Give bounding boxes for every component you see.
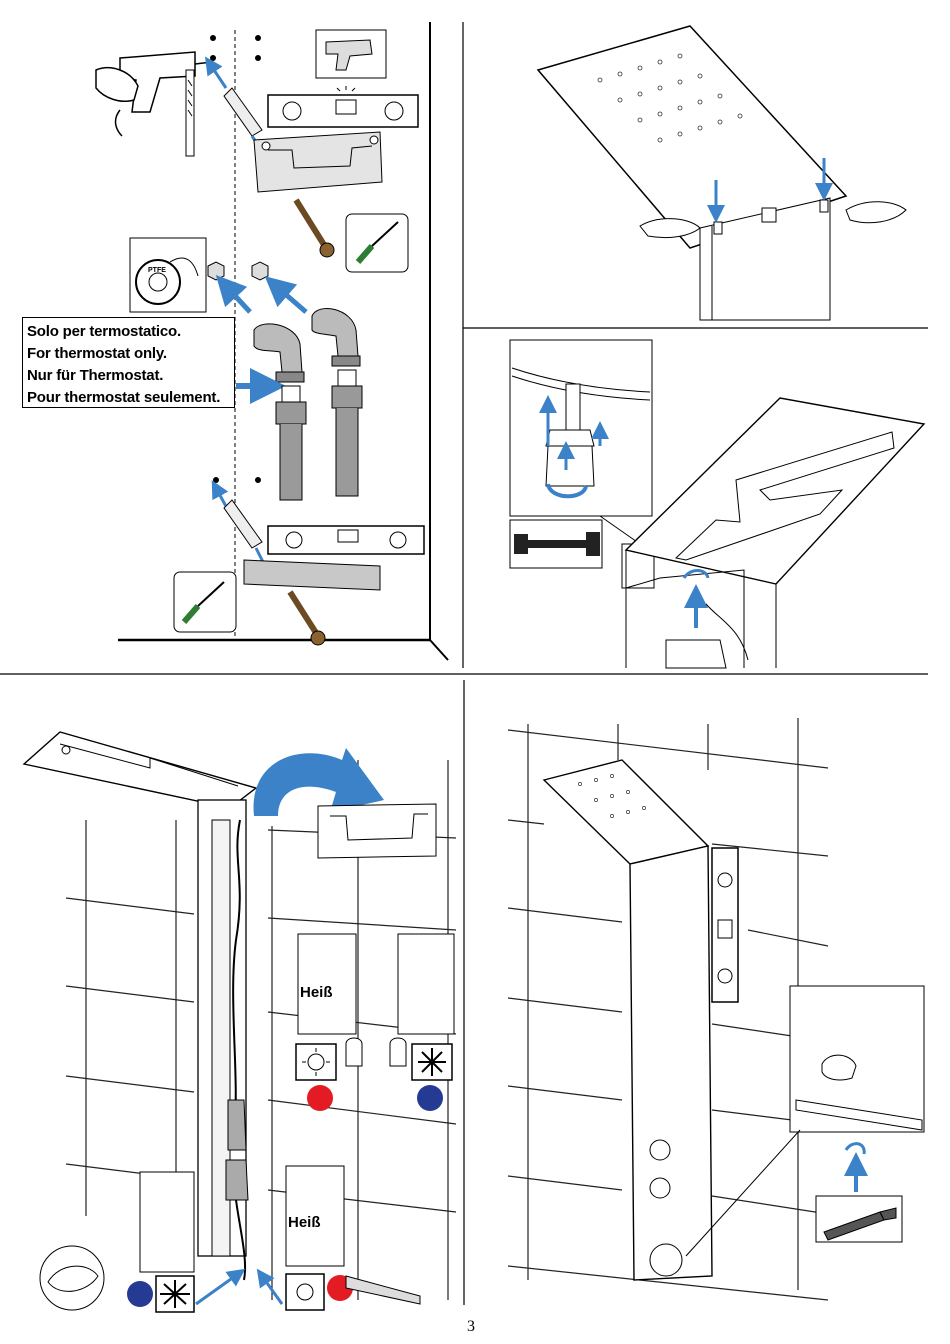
note-line-en: For thermostat only.	[27, 343, 234, 365]
note-line-de: Nur für Thermostat.	[27, 365, 234, 387]
bracket-icon	[318, 804, 436, 858]
screwdriver-icon	[346, 214, 408, 272]
elbow-fitting-right	[312, 308, 360, 366]
wrench-icon	[510, 520, 602, 568]
drill-icon	[96, 52, 212, 136]
screwdriver-icon-lower	[174, 572, 236, 632]
ptfe-label: PTFE	[148, 267, 166, 274]
page-number: 3	[467, 1318, 475, 1336]
panel-column-install	[24, 732, 456, 1312]
panel-hose-connection	[510, 340, 924, 668]
gloves-icon	[40, 1246, 104, 1310]
hoses	[276, 370, 362, 500]
cold-dot	[417, 1085, 443, 1111]
bracket-lower	[244, 560, 380, 590]
hot-label-lower: Heiß	[288, 1214, 321, 1231]
snowflake-icon	[412, 1044, 452, 1080]
drill-bit-icon	[186, 70, 194, 156]
hot-dot	[307, 1085, 333, 1111]
panel-head-shower	[538, 26, 906, 320]
screw	[296, 200, 334, 257]
panel-final-view	[508, 718, 924, 1300]
note-line-it: Solo per termostatico.	[27, 321, 234, 343]
hand-right	[846, 202, 906, 223]
hot-label-upper: Heiß	[300, 984, 333, 1001]
cold-connector	[390, 1038, 406, 1066]
level-icon	[268, 86, 418, 127]
note-line-fr: Pour thermostat seulement.	[27, 387, 234, 409]
hot-connector	[346, 1038, 362, 1066]
screw-lower	[290, 592, 325, 645]
hex-key-icon	[816, 1196, 902, 1242]
level-vertical	[712, 848, 738, 1002]
nuts	[208, 262, 268, 280]
ptfe-tape-icon: PTFE	[130, 238, 206, 312]
drill-machine-icon	[316, 30, 386, 78]
thermostat-note: Solo per termostatico. For thermostat on…	[22, 317, 235, 408]
sun-icon	[296, 1044, 336, 1080]
wall-bracket-top	[254, 132, 382, 192]
snowflake-icon-lower	[156, 1276, 194, 1312]
level-lower	[268, 526, 424, 554]
cold-dot-lower	[127, 1281, 153, 1307]
elbow-fitting-left	[254, 324, 304, 382]
sun-icon-lower	[286, 1274, 324, 1310]
